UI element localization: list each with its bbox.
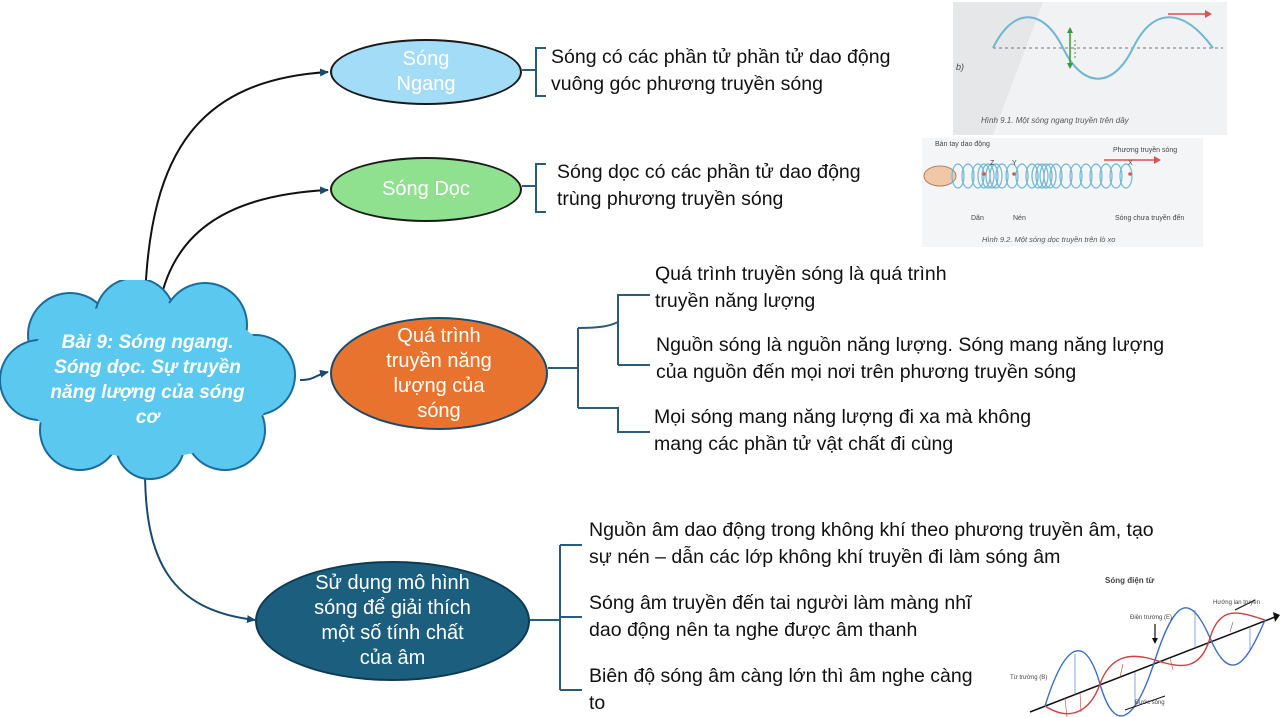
label-dan: Dãn xyxy=(971,215,984,222)
spring-coil xyxy=(961,163,975,189)
spring-coil xyxy=(1089,163,1103,189)
note-song-ngang: Sóng có các phần tử phần tử dao động vuô… xyxy=(551,46,891,95)
label-direction-em: Hướng lan truyền xyxy=(1213,600,1260,606)
label-hand: Bàn tay dao động xyxy=(935,141,990,148)
note-song-doc: Sóng dọc có các phần tử dao động trùng p… xyxy=(557,161,861,210)
spring-coil xyxy=(995,163,1009,189)
spring-coil xyxy=(1025,163,1039,189)
transverse-wave-graphic xyxy=(953,2,1223,135)
note-nang-luong-1: Quá trình truyền sóng là quá trình truyề… xyxy=(655,263,947,312)
bracket-nang-luong xyxy=(548,294,650,433)
figure-transverse-wave: b) Hình 9.1. Một sóng ngang truyền trên … xyxy=(953,2,1227,135)
spring-coil xyxy=(1109,163,1123,189)
figure-longitudinal-wave: Bàn tay dao động Z Y X Phương truyền són… xyxy=(922,138,1203,247)
note-am-1: Nguồn âm dao động trong không khí theo p… xyxy=(589,519,1154,568)
spring-coil xyxy=(989,163,1003,189)
label-z: Z xyxy=(990,160,995,167)
label-nen: Nén xyxy=(1013,215,1026,222)
label-direction: Phương truyền sóng xyxy=(1113,147,1178,154)
branch-song-doc-label: Sóng Dọc xyxy=(382,178,470,200)
label-e-field: Điện trường (E) xyxy=(1130,615,1172,621)
spring-coil xyxy=(951,163,965,189)
center-topic-label: Bài 9: Sóng ngang. Sóng dọc. Sự truyền n… xyxy=(50,331,245,428)
label-x: X xyxy=(1128,160,1133,167)
spring-graphic xyxy=(923,156,1161,189)
spring-coil xyxy=(1039,163,1053,189)
spring-coil xyxy=(1069,163,1083,189)
spring-coil xyxy=(981,163,995,189)
spring-coil xyxy=(1059,163,1073,189)
spring-coil xyxy=(985,163,999,189)
center-cloud xyxy=(0,280,296,480)
label-y: Y xyxy=(1012,160,1017,167)
connector-am xyxy=(144,469,256,624)
label-not-yet: Sóng chưa truyền đến xyxy=(1115,215,1185,222)
branch-song-doc[interactable]: Sóng Dọc xyxy=(330,157,522,222)
spring-coil xyxy=(1049,163,1063,189)
bracket-am xyxy=(530,544,582,691)
label-b-field: Từ trường (B) xyxy=(1010,675,1048,681)
connector-nang-luong xyxy=(299,369,329,381)
branch-nang-luong-label: Quá trình truyền năng lượng của sóng xyxy=(386,324,492,422)
bracket-song-doc xyxy=(522,163,546,213)
em-wave-graphic xyxy=(1029,599,1280,717)
spring-coil xyxy=(1015,163,1029,189)
spring-coil xyxy=(1035,163,1049,189)
spring-coil xyxy=(1079,163,1093,189)
spring-coil xyxy=(971,163,985,189)
note-nang-luong-2: Nguồn sóng là nguồn năng lượng. Sóng man… xyxy=(656,334,1165,383)
branch-song-ngang-label: Sóng Ngang xyxy=(396,48,456,95)
branch-am-label: Sử dụng mô hình sóng để giải thích một s… xyxy=(314,572,471,669)
em-title: Sóng điện từ xyxy=(1105,576,1155,585)
spring-coil xyxy=(1043,163,1057,189)
connector-song-ngang xyxy=(144,68,329,301)
connector-song-doc xyxy=(159,186,329,303)
note-am-2: Sóng âm truyền đến tai người làm màng nh… xyxy=(589,592,972,641)
figure-2-caption: Hình 9.2. Một sóng dọc truyền trên lò xo xyxy=(982,235,1116,244)
spring-coil xyxy=(1119,163,1133,189)
branch-nang-luong[interactable]: Quá trình truyền năng lượng của sóng xyxy=(330,317,548,430)
spring-coil xyxy=(1005,163,1019,189)
label-wavelength: Bước sóng xyxy=(1135,700,1165,706)
figure-1-caption: Hình 9.1. Một sóng ngang truyền trên dây xyxy=(981,116,1129,125)
figure-em-wave: Sóng điện từ Điện trường (E) Hướng lan t… xyxy=(1005,572,1280,717)
note-am-3: Biên độ sóng âm càng lớn thì âm nghe càn… xyxy=(589,665,973,714)
branch-am[interactable]: Sử dụng mô hình sóng để giải thích một s… xyxy=(255,561,530,681)
bracket-song-ngang xyxy=(522,47,546,97)
spring-coil xyxy=(1099,163,1113,189)
figure-tag: b) xyxy=(956,62,965,72)
branch-song-ngang[interactable]: Sóng Ngang xyxy=(330,39,522,105)
center-topic[interactable]: Bài 9: Sóng ngang. Sóng dọc. Sự truyền n… xyxy=(40,312,255,447)
note-nang-luong-3: Mọi sóng mang năng lượng đi xa mà không … xyxy=(654,406,1032,455)
